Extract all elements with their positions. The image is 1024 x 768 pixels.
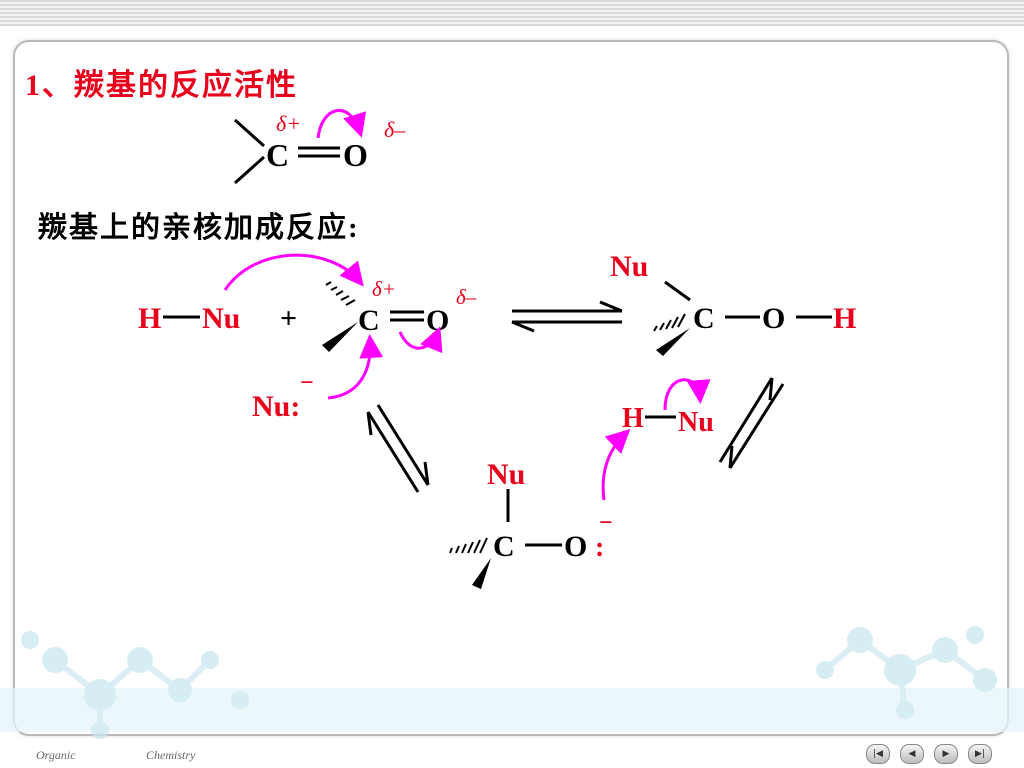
top-delta-minus: δ– [384,117,406,142]
nu-anion-label: Nu: [252,390,300,423]
top-oxygen-label: O [343,137,368,173]
electron-shift-arrow [316,109,367,139]
equilibrium-arrow-right [718,377,785,469]
content-frame [13,40,1009,736]
intermediate-carbon-label: C [493,530,515,563]
product-carbon-label: C [693,302,715,335]
proton-source: H Nu [622,378,714,438]
nucleophile-anion: Nu: − [252,370,314,423]
top-carbon-label: C [266,137,289,173]
equilibrium-arrow-horizontal [511,300,623,333]
plus-sign: + [280,302,297,335]
anion-attack-arrow [327,334,384,400]
product-oxygen-label: O [762,302,785,335]
nu-label: Nu [202,302,240,335]
section-subheading: 羰基上的亲核加成反应: [38,212,360,244]
intermediate-charge: − [599,510,613,536]
top-decor-bar [0,0,1024,26]
equilibrium-arrow-left [366,404,430,493]
reactants: H Nu + C O δ+ δ– [138,253,477,400]
nucleophile-attack-arrow [223,253,364,291]
delta-minus-label: δ– [456,285,477,309]
alkoxide-protonation-arrow [601,428,631,501]
delta-plus-label: δ+ [372,277,396,301]
addition-product: Nu C O H [610,250,856,356]
proton-nu-label: Nu [678,407,714,438]
product-h-label: H [833,302,856,335]
nav-next-button[interactable]: ▶ [934,744,958,764]
carbonyl-carbon-label: C [358,304,380,337]
intermediate-lone-pair: : [595,532,604,563]
molecule-watermark [0,626,1024,739]
nav-prev-button[interactable]: ◀ [900,744,924,764]
nu-anion-charge: − [300,370,314,396]
alkoxide-intermediate: Nu C O : − [449,428,631,589]
proton-h-label: H [622,403,644,434]
intermediate-nu-label: Nu [487,458,525,491]
footer-organic: Organic [36,748,76,762]
carbonyl-polarity: C O δ+ δ– [233,109,406,185]
pi-electron-arrow [398,326,443,354]
h-label: H [138,302,161,335]
slide-heading: 1、羰基的反应活性 [25,69,298,102]
product-nu-label: Nu [610,250,648,283]
footer-chemistry: Chemistry [146,748,196,762]
intermediate-oxygen-label: O [564,530,587,563]
nav-first-button[interactable]: |◀ [866,744,890,764]
top-delta-plus: δ+ [276,111,301,136]
proton-transfer-arrow [663,378,711,411]
nav-last-button[interactable]: ▶| [968,744,992,764]
